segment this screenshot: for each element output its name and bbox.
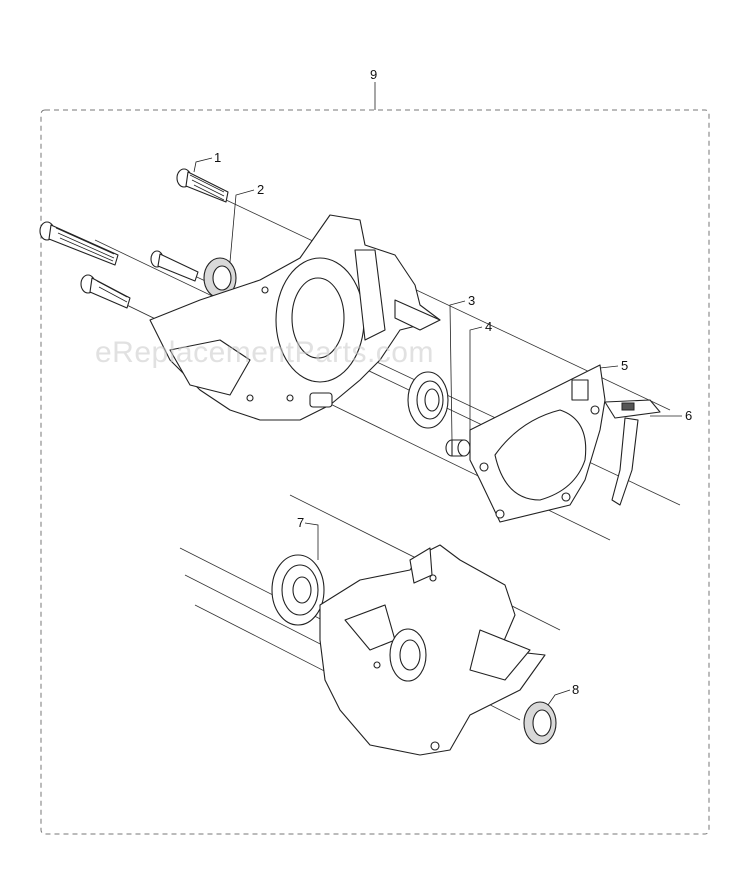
callout-8: 8 — [572, 682, 579, 697]
bearing-part-7 — [271, 554, 325, 626]
callout-2: 2 — [257, 182, 264, 197]
assembly-group-border — [40, 109, 710, 835]
seal-part-2 — [203, 257, 237, 299]
callout-4: 4 — [485, 319, 492, 334]
callout-5: 5 — [621, 358, 628, 373]
seal-part-8 — [523, 701, 557, 745]
callout-3: 3 — [468, 293, 475, 308]
bearing-upper — [407, 371, 449, 429]
callout-leaders — [193, 82, 682, 706]
screw-part-1 — [176, 168, 229, 203]
callout-6: 6 — [685, 408, 692, 423]
callout-7: 7 — [297, 515, 304, 530]
callout-9: 9 — [370, 67, 377, 82]
dowel-pin-part-3 — [445, 439, 471, 457]
callout-labels: 9 1 2 3 4 5 6 7 8 — [214, 67, 692, 697]
screw-part-long — [39, 221, 119, 266]
screw-part-low — [80, 274, 131, 309]
gasket-part-5 — [469, 364, 606, 523]
crankcase-lower-half — [319, 544, 546, 756]
bracket-part-6 — [604, 399, 661, 506]
screw-part-mid — [150, 250, 199, 282]
crankcase-upper-half — [149, 214, 441, 421]
watermark-text: eReplacementParts.com — [95, 336, 434, 369]
callout-1: 1 — [214, 150, 221, 165]
